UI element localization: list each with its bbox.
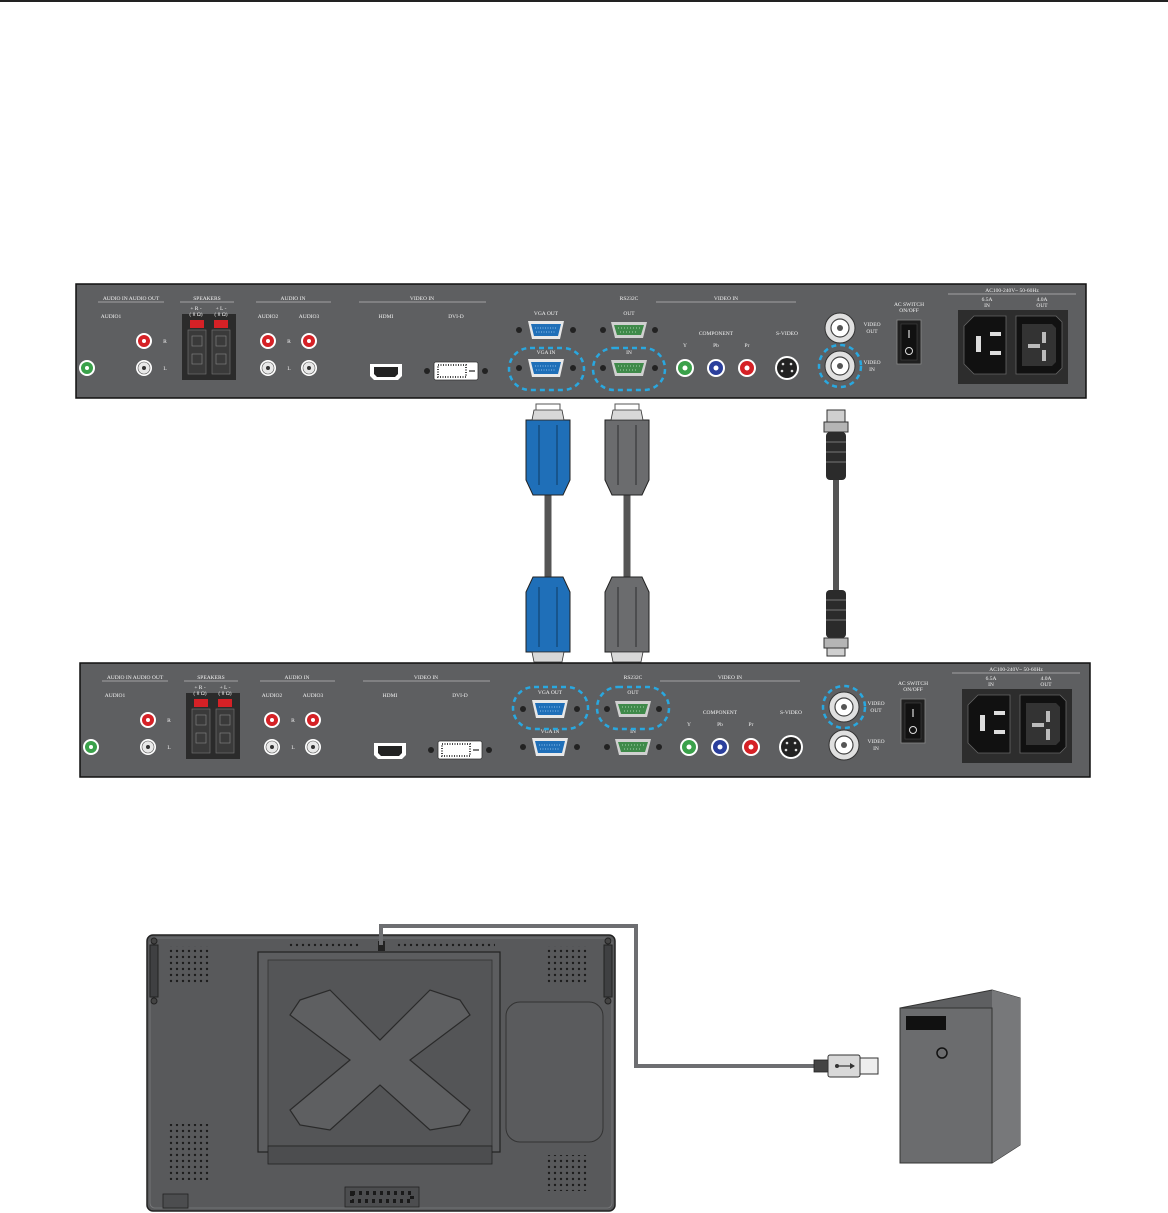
lbl-pb: Pb — [713, 343, 719, 349]
highlight-video-out — [821, 684, 867, 730]
lbl-amp-out: 4.0A — [1037, 297, 1048, 303]
hdr-video-in-2-b: VIDEO IN — [718, 675, 742, 681]
lbl-y-b: Y — [687, 722, 691, 728]
lbl-l-2-b: L — [291, 745, 295, 751]
lbl-dvid: DVI-D — [448, 314, 464, 320]
hdr-audio-in-out-b: AUDIO IN AUDIO OUT — [107, 675, 164, 681]
lbl-amp-out-label: OUT — [1036, 303, 1048, 309]
highlight-video-in — [817, 343, 863, 389]
lbl-video-out-1-b: VIDEO — [867, 701, 884, 707]
hdr-rs232c: RS232C — [620, 296, 639, 302]
lbl-ac-switch-1: AC SWITCH — [894, 302, 924, 308]
lbl-pr: Pr — [745, 343, 750, 349]
lbl-spk-l-ohm-b: ( 8 Ω) — [218, 690, 231, 697]
lbl-dvid-b: DVI-D — [452, 693, 468, 699]
lbl-component-b: COMPONENT — [703, 710, 738, 716]
lbl-vga-out-b: VGA OUT — [538, 690, 563, 696]
rear-panel-bottom: AUDIO IN AUDIO OUT SPEAKERS AUDIO IN VID… — [79, 662, 1091, 778]
usb-plug-icon — [813, 1054, 879, 1078]
hdr-audio-in-out: AUDIO IN AUDIO OUT — [103, 296, 160, 302]
lbl-video-in-2-b: IN — [873, 746, 879, 752]
bnc-video-cable — [823, 409, 849, 657]
lbl-svideo-b: S-VIDEO — [780, 710, 802, 716]
lbl-hdmi: HDMI — [379, 314, 394, 320]
lbl-audio3-b: AUDIO3 — [303, 693, 324, 699]
lbl-video-in-2: IN — [869, 367, 875, 373]
hdr-ac: AC100-240V~ 50-60Hz — [985, 288, 1039, 294]
lbl-l-2: L — [287, 366, 291, 372]
hdr-video-in: VIDEO IN — [410, 296, 434, 302]
lbl-video-out-2-b: OUT — [870, 708, 882, 714]
lbl-hdmi-b: HDMI — [383, 693, 398, 699]
lbl-ac-switch-2-b: ON/OFF — [903, 687, 923, 693]
lbl-audio2: AUDIO2 — [258, 314, 279, 320]
lbl-r-1-b: R — [167, 718, 171, 724]
lbl-spk-l-b: + L - — [220, 685, 231, 691]
lbl-spk-r: + R - — [190, 306, 202, 312]
lbl-spk-r-b: + R - — [194, 685, 206, 691]
lbl-spk-l: + L - — [216, 306, 227, 312]
lbl-vga-out: VGA OUT — [534, 311, 559, 317]
lbl-y: Y — [683, 343, 687, 349]
rs232-cable — [604, 403, 650, 669]
vga-cable — [525, 403, 571, 669]
lbl-spk-r-ohm-b: ( 8 Ω) — [193, 690, 206, 697]
highlight-vga-out — [511, 685, 590, 731]
lbl-amp-in: 6.5A — [982, 297, 993, 303]
lbl-r-1: R — [163, 339, 167, 345]
lbl-l-1: L — [163, 366, 167, 372]
usb-cable — [379, 924, 816, 1068]
lbl-rs-out: OUT — [623, 311, 635, 317]
hdr-audio-in: AUDIO IN — [281, 296, 306, 302]
hdr-speakers-b: SPEAKERS — [197, 675, 225, 681]
lbl-r-2-b: R — [291, 718, 295, 724]
lbl-audio1: AUDIO1 — [101, 314, 122, 320]
hdr-audio-in-b: AUDIO IN — [285, 675, 310, 681]
highlight-rs232-in — [591, 346, 667, 392]
lbl-amp-in-label: IN — [984, 303, 990, 309]
lbl-video-out-1: VIDEO — [863, 322, 880, 328]
lbl-pb-b: Pb — [717, 722, 723, 728]
hdr-rs232c-b: RS232C — [624, 675, 643, 681]
lbl-video-in-1: VIDEO — [863, 360, 880, 366]
lbl-amp-in-b: 6.5A — [986, 676, 997, 682]
hdr-video-in-2: VIDEO IN — [714, 296, 738, 302]
lbl-l-1-b: L — [167, 745, 171, 751]
lbl-audio1-b: AUDIO1 — [105, 693, 126, 699]
lbl-rs-in-b: IN — [630, 729, 636, 735]
lbl-spk-l-ohm: ( 8 Ω) — [214, 311, 227, 318]
lbl-video-in-1-b: VIDEO — [867, 739, 884, 745]
lbl-video-out-2: OUT — [866, 329, 878, 335]
hdr-video-in-b: VIDEO IN — [414, 675, 438, 681]
lbl-ac-switch-1-b: AC SWITCH — [898, 681, 928, 687]
lbl-svideo: S-VIDEO — [776, 331, 798, 337]
display-rear-view — [146, 934, 616, 1212]
lbl-pr-b: Pr — [749, 722, 754, 728]
rear-panel-top: AUDIO IN AUDIO OUT SPEAKERS AUDIO IN VID… — [75, 283, 1087, 399]
highlight-vga-in — [507, 346, 586, 392]
hdr-speakers: SPEAKERS — [193, 296, 221, 302]
lbl-amp-out-label-b: OUT — [1040, 682, 1052, 688]
lbl-vga-in-b: VGA IN — [541, 729, 560, 735]
lbl-amp-in-label-b: IN — [988, 682, 994, 688]
lbl-component: COMPONENT — [699, 331, 734, 337]
pc-tower-icon — [899, 989, 1021, 1164]
lbl-audio2-b: AUDIO2 — [262, 693, 283, 699]
lbl-amp-out-b: 4.0A — [1041, 676, 1052, 682]
lbl-ac-switch-2: ON/OFF — [899, 308, 919, 314]
lbl-vga-in: VGA IN — [537, 350, 556, 356]
lbl-audio3: AUDIO3 — [299, 314, 320, 320]
lbl-rs-out-b: OUT — [627, 690, 639, 696]
lbl-r-2: R — [287, 339, 291, 345]
lbl-spk-r-ohm: ( 8 Ω) — [189, 311, 202, 318]
lbl-rs-in: IN — [626, 350, 632, 356]
highlight-rs232-out — [595, 685, 671, 731]
hdr-ac-b: AC100-240V~ 50-60Hz — [989, 667, 1043, 673]
